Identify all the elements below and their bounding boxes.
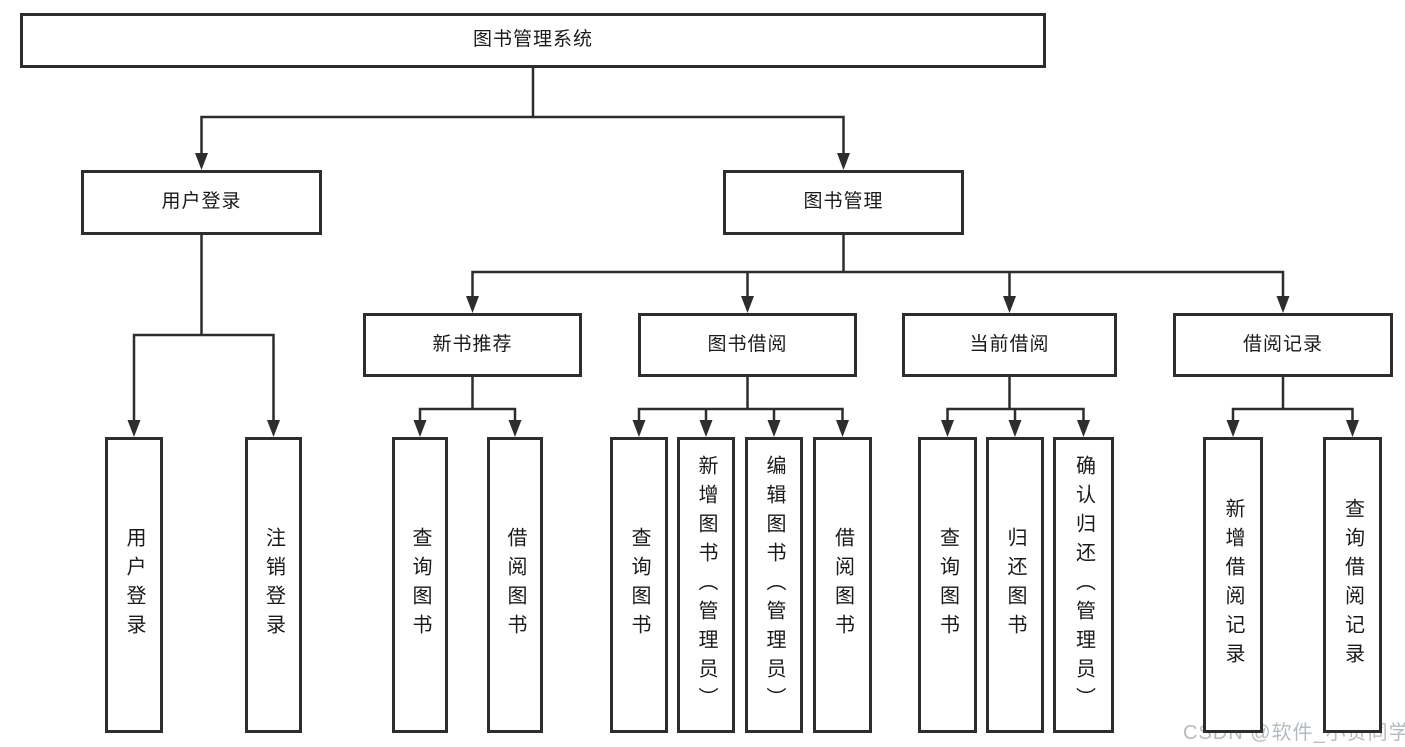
arrowhead-down-icon [1226,420,1240,437]
arrowhead-down-icon [267,420,280,437]
node-new-book-recommend: 新书推荐 [363,313,582,377]
leaf-query-books-2: 查询图书 [610,437,668,733]
connector-book-management [466,233,1290,313]
leaf-confirm-return-admin: 确认归还（管理员） [1053,437,1114,733]
arrowhead-down-icon [195,153,208,170]
leaf-add-book-admin: 新增图书（管理员） [677,437,735,733]
connector-book-borrow [632,375,849,437]
node-system-root: 图书管理系统 [20,13,1046,68]
leaf-add-borrow-record: 新增借阅记录 [1203,437,1263,733]
leaf-query-books-3: 查询图书 [918,437,977,733]
arrowhead-down-icon [1077,420,1090,437]
arrowhead-down-icon [837,153,850,170]
leaf-return-books: 归还图书 [986,437,1044,733]
arrowhead-down-icon [1008,420,1022,437]
node-current-borrow: 当前借阅 [902,313,1117,377]
arrowhead-down-icon [941,420,954,437]
arrowhead-down-icon [699,420,713,437]
leaf-query-borrow-record: 查询借阅记录 [1323,437,1382,733]
connector-current-borrow [941,375,1090,437]
arrowhead-down-icon [632,420,646,437]
arrowhead-down-icon [413,420,427,437]
arrowhead-down-icon [466,296,479,313]
node-borrow-records: 借阅记录 [1173,313,1393,377]
leaf-logout: 注销登录 [245,437,302,733]
node-book-management: 图书管理 [723,170,964,235]
leaf-edit-book-admin: 编辑图书（管理员） [745,437,803,733]
leaf-borrow-books-2: 借阅图书 [813,437,872,733]
arrowhead-down-icon [1276,296,1290,313]
connector-user-login [127,233,280,437]
arrowhead-down-icon [508,420,522,437]
connector-borrow-records [1226,375,1359,437]
arrowhead-down-icon [1346,420,1359,437]
arrowhead-down-icon [127,420,141,437]
connector-root [195,66,850,170]
arrowhead-down-icon [1003,296,1016,313]
arrowhead-down-icon [836,420,849,437]
node-book-borrow: 图书借阅 [638,313,857,377]
leaf-borrow-books-1: 借阅图书 [487,437,543,733]
arrowhead-down-icon [767,420,781,437]
arrowhead-down-icon [741,296,754,313]
leaf-user-login: 用户登录 [105,437,163,733]
connector-new-book [413,375,522,437]
node-user-login: 用户登录 [81,170,322,235]
leaf-query-books-1: 查询图书 [392,437,448,733]
